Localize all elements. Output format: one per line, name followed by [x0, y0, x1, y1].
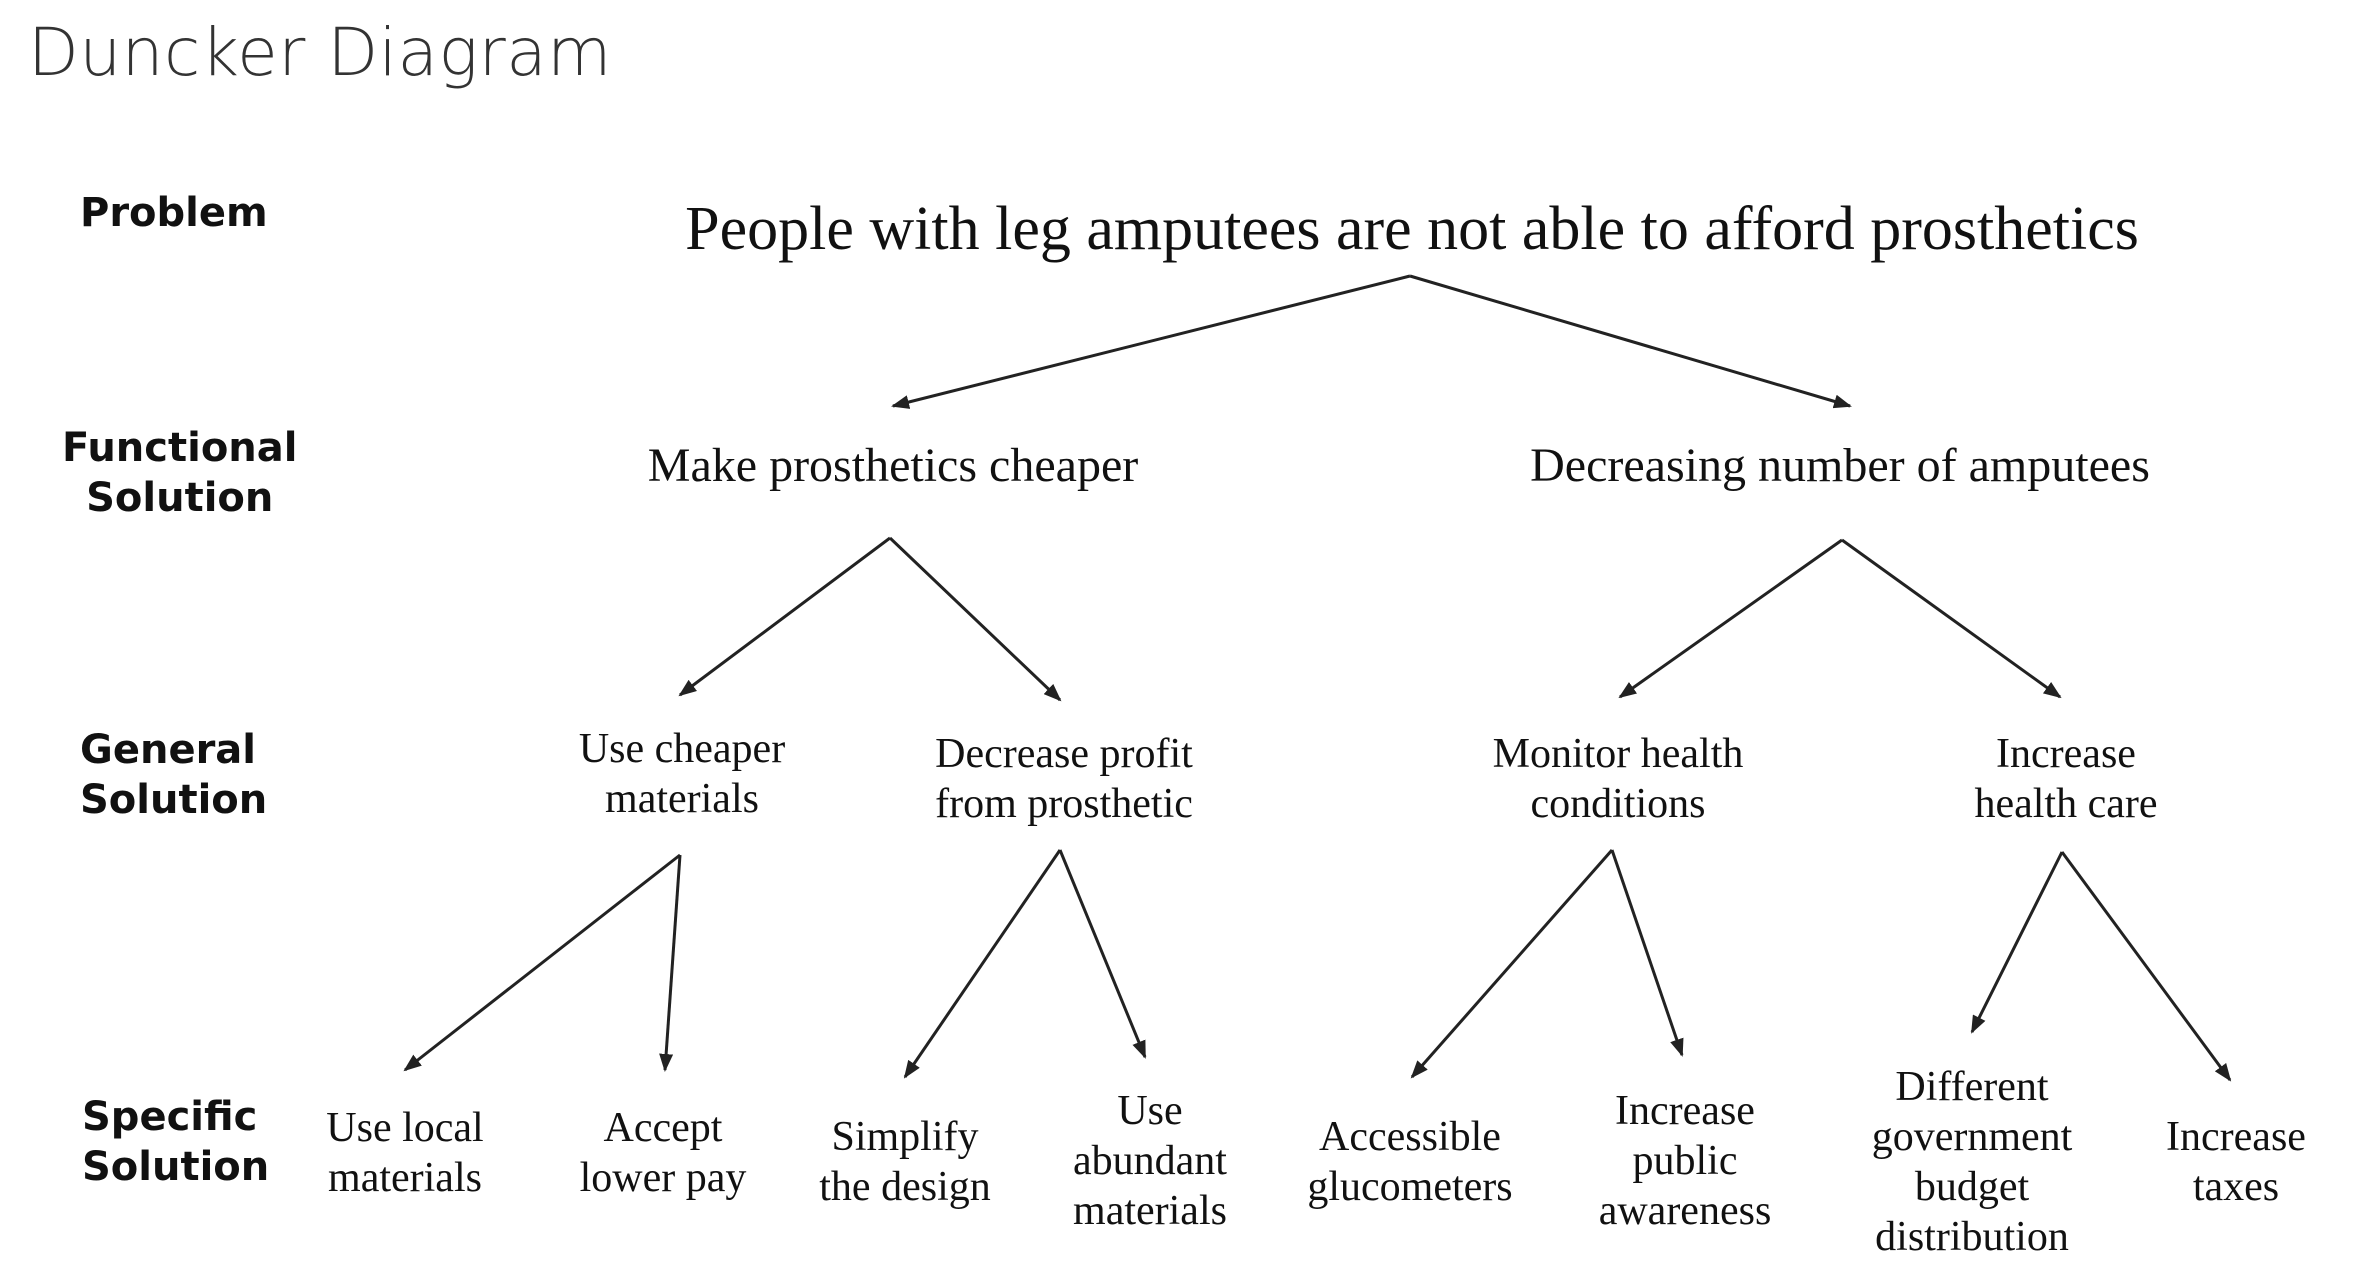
page-title: Duncker Diagram [28, 14, 612, 91]
edge-healthcare-to-taxes [2060, 851, 2232, 1082]
edge-cheaper-to-decrease-profit [888, 536, 1062, 702]
edge-healthcare-to-budget [1970, 851, 2064, 1034]
general-solution-decrease-profit: Decrease profit from prosthetic [935, 731, 1193, 827]
specific-solution-local-materials: Use local materials [326, 1105, 484, 1201]
edge-problem-to-cheaper [891, 274, 1411, 409]
row-label-problem: Problem [80, 190, 268, 236]
problem-node: People with leg amputees are not able to… [685, 195, 2139, 263]
specific-solution-increase-taxes: Increase taxes [2166, 1114, 2306, 1210]
edge-profit-to-abundant [1058, 849, 1147, 1059]
specific-solution-abundant-materials: Use abundant materials [1073, 1088, 1227, 1234]
functional-solution-decrease-amputees: Decreasing number of amputees [1530, 439, 2150, 492]
edge-amputees-to-monitor-health [1618, 538, 1843, 699]
specific-solution-glucometers: Accessible glucometers [1307, 1114, 1513, 1210]
functional-solution-cheaper: Make prosthetics cheaper [647, 439, 1139, 492]
specific-solution-public-awareness: Increase public awareness [1598, 1088, 1772, 1234]
edge-monitor-to-awareness [1610, 849, 1684, 1057]
general-solution-health-care: Increase health care [1974, 731, 2158, 827]
specific-solution-lower-pay: Accept lower pay [579, 1105, 747, 1201]
row-label-functional: Functional Solution [62, 425, 298, 521]
specific-solution-budget-distribution: Different government budget distribution [1871, 1064, 2073, 1260]
edge-materials-to-local [403, 853, 681, 1072]
edge-cheaper-to-cheaper-materials [678, 536, 891, 697]
edge-amputees-to-health-care [1841, 538, 2062, 699]
edge-problem-to-decrease-amputees [1409, 274, 1852, 409]
row-label-specific: Specific Solution [82, 1094, 270, 1190]
edge-materials-to-lower-pay [659, 854, 682, 1072]
general-solution-monitor-health: Monitor health conditions [1492, 731, 1744, 827]
row-label-general: General Solution [80, 727, 268, 823]
general-solution-cheaper-materials: Use cheaper materials [578, 726, 786, 822]
specific-solution-simplify-design: Simplify the design [819, 1114, 991, 1210]
edge-monitor-to-glucometers [1410, 849, 1614, 1079]
edge-profit-to-simplify [903, 849, 1062, 1079]
